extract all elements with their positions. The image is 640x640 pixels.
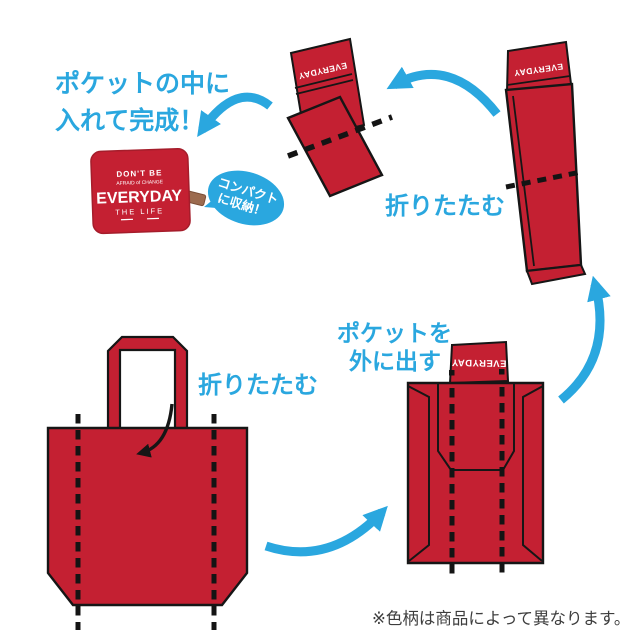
tote-bag-unfolded [46,335,249,630]
arrow-strip-to-fold [386,66,501,117]
pouch-finished: DON'T BE AFRAID of CHANGE EVERYDAY THE L… [90,147,191,235]
bag-pocket-out: EVERYDAY [406,340,545,578]
strip-bottom-flap [525,263,587,286]
pouch-text-top: DON'T BE [116,168,162,179]
fold-label-bottom: 折りたたむ [198,372,318,399]
disclaimer-note: ※色柄は商品によって異なります。 [372,609,630,628]
stitch-dot-right [499,369,505,375]
side-fold-right [522,385,544,562]
arrow-tote-to-bag [264,505,388,557]
pouch-text-main: EVERYDAY [96,188,183,208]
pouch-text-sub: AFRAID of CHANGE [116,179,164,187]
folded-front-panel [286,95,384,198]
fold-label-top: 折りたたむ [385,193,505,220]
side-fold-left [407,385,430,562]
folded-pocket-seam-1 [294,73,353,89]
strip-pocket-seam [506,75,571,86]
bag-folded-strip: EVERYDAY [504,40,587,286]
bag-folding-step: EVERYDAY [286,37,393,198]
tote-handle [106,335,189,433]
folded-pocket-seam-2 [295,79,354,95]
folded-fold-dash [287,114,393,159]
pocket-flap-label: EVERYDAY [451,357,506,369]
pouch-body [90,147,191,235]
stitch-dot-left [449,370,455,376]
step-final-label-line1: ポケットの中に [55,69,230,98]
pouch-text-bottom: THE LIFE [115,206,164,217]
arrow-fold-to-pouch [197,92,273,137]
pocket-out-label-line2: 外に出す [349,348,441,374]
speech-bubble: コンパクト に収納！ [204,170,285,226]
tote-body [46,426,249,607]
step-final-label-line2: 入れて完成！ [55,106,204,135]
inner-pocket-outline [437,384,515,471]
speech-bubble-body [207,170,285,226]
bag-body [406,381,545,565]
fold-direction-arrow-black [136,403,174,458]
strip-fold-dash [505,169,582,190]
pocket-out-label-line1: ポケットを [337,320,452,346]
arrow-bag-to-strip [558,275,611,404]
